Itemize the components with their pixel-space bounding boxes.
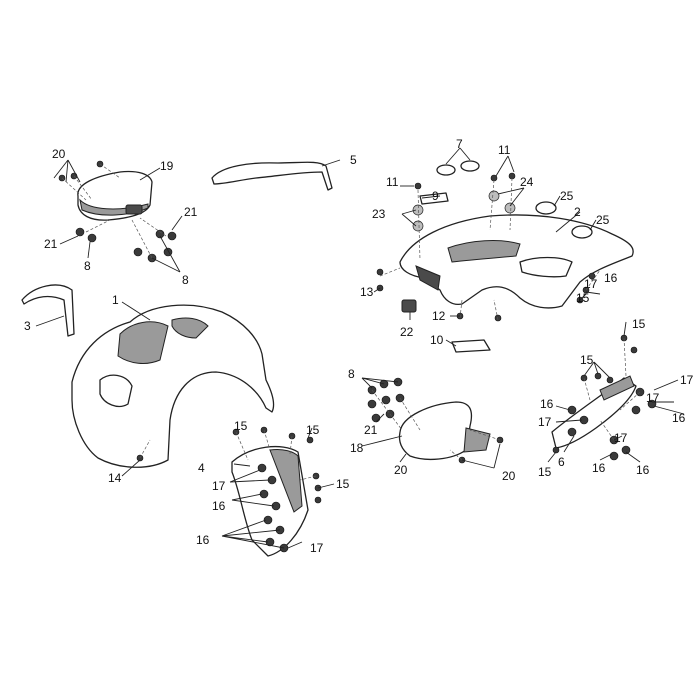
callout-15: 15 (576, 291, 590, 305)
rack-trim (211, 161, 333, 191)
callout-18: 18 (350, 441, 364, 455)
callout-17: 17 (584, 277, 598, 291)
callout-16: 16 (196, 533, 210, 547)
callout-8: 8 (182, 273, 189, 287)
callout-17: 17 (310, 541, 324, 555)
grommet-b (571, 225, 593, 239)
front-cover-box (77, 170, 153, 221)
callout-20: 20 (52, 147, 66, 161)
callout-16: 16 (672, 411, 686, 425)
grommet-a (535, 201, 557, 215)
callout-16: 16 (604, 271, 618, 285)
callout-16: 16 (592, 461, 606, 475)
callout-20: 20 (394, 463, 408, 477)
leader-lines (35, 147, 685, 549)
pad (419, 192, 449, 205)
callout-11: 11 (386, 175, 399, 189)
callout-15: 15 (336, 477, 350, 491)
plate (451, 339, 491, 353)
callout-17: 17 (614, 431, 628, 445)
callout-17: 17 (680, 373, 694, 387)
fender-flare-left (21, 284, 75, 337)
callout-22: 22 (400, 325, 414, 339)
callout-13: 13 (360, 285, 374, 299)
callout-15: 15 (580, 353, 594, 367)
callout-21: 21 (184, 205, 198, 219)
callout-8: 8 (348, 367, 355, 381)
callout-15: 15 (632, 317, 646, 331)
callout-17: 17 (646, 391, 660, 405)
callout-20: 20 (502, 469, 516, 483)
callout-16: 16 (212, 499, 226, 513)
callout-15: 15 (234, 419, 248, 433)
callout-15: 15 (306, 423, 320, 437)
callout-8: 8 (84, 259, 91, 273)
callout-23: 23 (372, 207, 386, 221)
callout-2: 2 (574, 205, 581, 219)
rear-cover-box (398, 401, 491, 461)
callout-7: 7 (456, 137, 463, 151)
callout-24: 24 (520, 175, 534, 189)
callout-9: 9 (432, 189, 439, 203)
callout-16: 16 (636, 463, 650, 477)
callout-3: 3 (24, 319, 31, 333)
callout-15: 15 (538, 465, 552, 479)
callout-12: 12 (432, 309, 446, 323)
callout-1: 1 (112, 293, 119, 307)
callout-19: 19 (160, 159, 174, 173)
callout-14: 14 (108, 471, 122, 485)
callout-25: 25 (596, 213, 610, 227)
callout-6: 6 (558, 455, 565, 469)
callout-10: 10 (430, 333, 444, 347)
callout-25: 25 (560, 189, 574, 203)
callout-17: 17 (538, 415, 552, 429)
callout-11: 11 (498, 143, 511, 157)
callout-4: 4 (198, 461, 205, 475)
lens-ring-b (460, 160, 480, 172)
callout-21: 21 (364, 423, 378, 437)
stopper-block (401, 299, 417, 313)
front-fender (71, 304, 275, 468)
callout-numbers: 20 19 5 21 21 8 8 3 1 14 7 11 11 9 24 25… (24, 137, 694, 555)
callout-21: 21 (44, 237, 58, 251)
assembly-lines (61, 163, 641, 481)
callout-17: 17 (212, 479, 226, 493)
lens-ring-a (436, 164, 456, 176)
callout-16: 16 (540, 397, 554, 411)
rear-fender (399, 214, 634, 309)
callout-5: 5 (350, 153, 357, 167)
